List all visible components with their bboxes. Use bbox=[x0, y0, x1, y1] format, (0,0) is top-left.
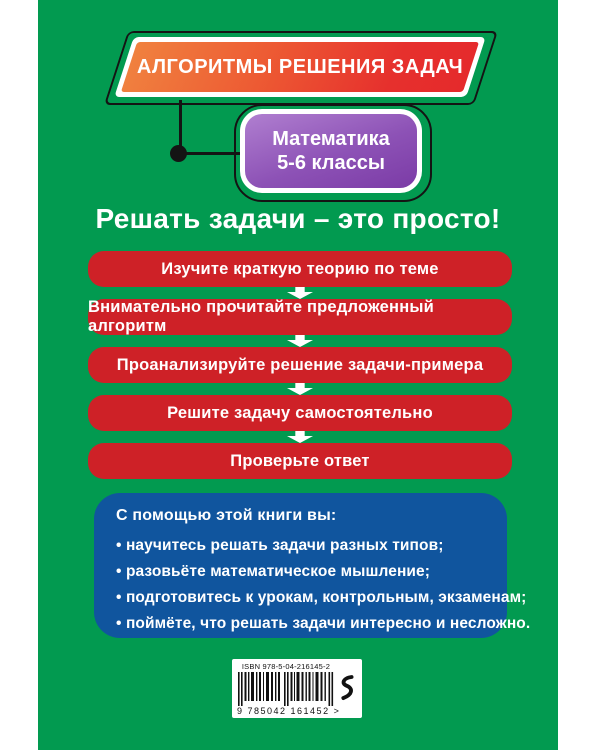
arrow-down-icon bbox=[287, 383, 313, 395]
benefit-item: научитесь решать задачи разных типов; bbox=[116, 537, 489, 555]
slogan-heading: Решать задачи – это просто! bbox=[95, 203, 501, 234]
benefits-box: С помощью этой книги вы: научитесь решат… bbox=[94, 493, 530, 638]
series-banner: АЛГОРИТМЫ РЕШЕНИЯ ЗАДАЧ bbox=[114, 37, 486, 97]
step-item: Внимательно прочитайте предложенный алго… bbox=[88, 298, 512, 335]
step-item: Проверьте ответ bbox=[88, 443, 512, 479]
connector-horizontal-line bbox=[182, 152, 242, 155]
subject-grades: 5-6 классы bbox=[277, 152, 385, 174]
step-item: Решите задачу самостоятельно bbox=[88, 395, 512, 431]
subject-badge: Математика 5-6 классы bbox=[240, 109, 422, 193]
subject-name: Математика bbox=[272, 128, 390, 150]
benefit-item: подготовитесь к урокам, контрольным, экз… bbox=[116, 589, 526, 607]
series-banner-gradient: АЛГОРИТМЫ РЕШЕНИЯ ЗАДАЧ bbox=[120, 42, 480, 92]
barcode-number: 9 785042 161452 bbox=[237, 706, 330, 716]
eksmo-swirl-logo-icon bbox=[341, 675, 354, 701]
barcode-digits: 9 785042 161452 > bbox=[237, 706, 339, 716]
benefits-heading: С помощью этой книги вы: bbox=[116, 507, 337, 524]
steps-flowchart: Изучите краткую теорию по теме Вниматель… bbox=[88, 251, 512, 479]
barcode-suffix: > bbox=[333, 706, 339, 716]
isbn-text: ISBN 978-5-04-216145-2 bbox=[241, 662, 331, 671]
arrow-down-icon bbox=[287, 335, 313, 347]
step-item: Изучите краткую теорию по теме bbox=[88, 251, 512, 287]
connector-dot bbox=[170, 145, 187, 162]
barcode-panel: ISBN 978-5-04-216145-2 9 785042 161452 > bbox=[232, 659, 362, 718]
series-title: АЛГОРИТМЫ РЕШЕНИЯ ЗАДАЧ bbox=[136, 55, 464, 78]
arrow-down-icon bbox=[287, 431, 313, 443]
step-item: Проанализируйте решение задачи-примера bbox=[88, 347, 512, 383]
subject-badge-outline bbox=[234, 104, 432, 202]
connector-vertical-line bbox=[179, 100, 182, 152]
subject-badge-gradient: Математика 5-6 классы bbox=[245, 114, 417, 188]
benefit-item: поймёте, что решать задачи интересно и н… bbox=[116, 615, 530, 633]
ean-barcode bbox=[238, 672, 334, 706]
benefit-item: разовьёте математическое мышление; bbox=[116, 563, 489, 581]
